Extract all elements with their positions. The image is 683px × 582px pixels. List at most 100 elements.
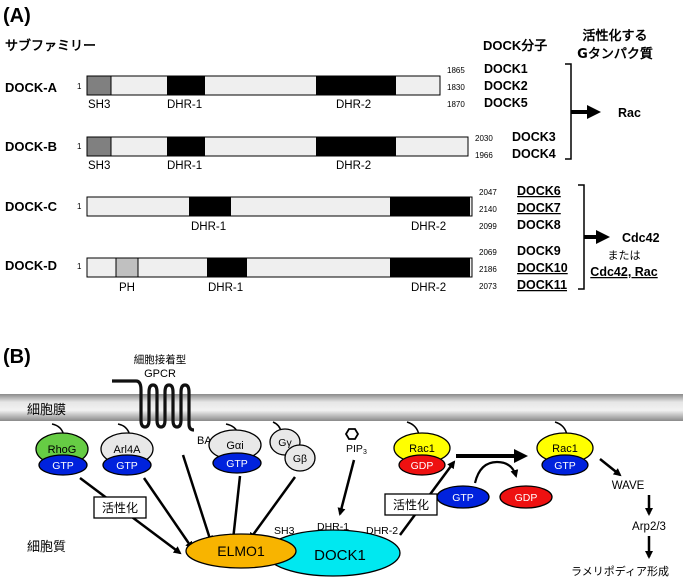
start-residue: 1 xyxy=(77,142,82,151)
rac1-label: Rac1 xyxy=(409,443,435,455)
domain-label: DHR-2 xyxy=(336,160,371,172)
gai-label: Gαi xyxy=(226,440,243,452)
dock-member: DOCK5 xyxy=(484,96,528,110)
arrow-arl4a-elmo xyxy=(142,477,194,550)
bracket-cdc42: Cdc42 または Cdc42, Rac xyxy=(578,184,660,290)
activation-label: 活性化 xyxy=(102,501,138,515)
dock1-label: DOCK1 xyxy=(314,547,366,564)
wave-label: WAVE xyxy=(612,480,645,492)
arrow xyxy=(599,458,622,477)
domain-label: DHR-1 xyxy=(191,221,226,233)
length-label: 2069 xyxy=(479,248,497,257)
gtp-badge xyxy=(541,454,589,476)
length-label: 1966 xyxy=(475,151,493,160)
elmo1 xyxy=(185,533,297,569)
rac1-gdp-complex: Rac1 GDP xyxy=(393,421,451,476)
target-rac: Rac xyxy=(618,106,641,120)
domain-label: DHR-2 xyxy=(336,99,371,111)
length-label: 1830 xyxy=(447,83,465,92)
dock-member: DOCK7 xyxy=(517,201,561,215)
gdp-label: GDP xyxy=(515,492,538,504)
arrow-pip3-dock xyxy=(337,459,356,516)
pip3-label: PIP3 xyxy=(346,443,367,456)
activation-box-right: 活性化 xyxy=(384,493,438,516)
cytoplasm-label: 細胞質 xyxy=(27,540,66,555)
length-label: 2186 xyxy=(479,265,497,274)
bai-receptor xyxy=(112,379,195,432)
subfamily-row-dock-c: DOCK-C 1 DHR-1 DHR-2 2047 2140 2099 DOCK… xyxy=(5,184,561,233)
dock-member: DOCK6 xyxy=(517,184,561,198)
gdp-label: GDP xyxy=(411,460,434,472)
length-label: 2073 xyxy=(479,282,497,291)
subfamily-name: DOCK-B xyxy=(5,139,57,154)
molecule-header: DOCK分子 xyxy=(483,38,547,53)
domain-label: DHR-1 xyxy=(208,282,243,294)
gbg-complex: Gγ Gβ xyxy=(269,421,316,472)
activation-label: 活性化 xyxy=(393,498,429,512)
membrane-label: 細胞膜 xyxy=(27,403,66,418)
subfamily-row-dock-b: DOCK-B 1 SH3 DHR-1 DHR-2 2030 1966 DOCK3… xyxy=(5,130,556,172)
sh3-label: SH3 xyxy=(274,525,295,537)
cell-membrane xyxy=(0,394,683,421)
dhr2-label: DHR-2 xyxy=(366,525,398,537)
subfamily-name: DOCK-C xyxy=(5,199,58,214)
gprotein-header-line2: Gタンパク質 xyxy=(577,46,653,62)
subfamily-row-dock-d: DOCK-D 1 PH DHR-1 DHR-2 2069 2186 2073 D… xyxy=(5,244,568,294)
domain-label: DHR-1 xyxy=(167,160,202,172)
domain-label: PH xyxy=(119,282,135,294)
arl4a-label: Arl4A xyxy=(114,444,142,456)
rac1-label: Rac1 xyxy=(552,443,578,455)
target-cdc42: Cdc42 xyxy=(622,231,660,245)
gdp-badge xyxy=(398,454,446,476)
start-residue: 1 xyxy=(77,202,82,211)
dock-member: DOCK9 xyxy=(517,244,561,258)
subfamily-header: サブファミリー xyxy=(5,38,96,54)
dhr1-domain xyxy=(167,137,205,156)
lamellipodia-label: ラメリポディア形成 xyxy=(571,564,669,578)
dhr2-domain xyxy=(316,76,396,95)
rac1-gtp-complex: Rac1 GTP xyxy=(536,421,594,476)
protein-bar xyxy=(86,136,469,157)
dhr2-domain xyxy=(390,258,470,277)
gdp-free xyxy=(499,485,553,509)
gprotein-header-line1: 活性化する xyxy=(582,28,647,44)
gtp-label: GTP xyxy=(116,460,138,472)
panel-a-label: (A) xyxy=(3,5,31,27)
sh3-domain xyxy=(86,75,112,96)
ph-domain xyxy=(115,257,139,278)
target-cdc42-rac: Cdc42, Rac xyxy=(590,265,657,279)
dock-member: DOCK4 xyxy=(512,147,556,161)
gtp-badge xyxy=(212,452,262,474)
exchange-arrow xyxy=(473,460,519,484)
subfamily-name: DOCK-A xyxy=(5,80,58,95)
dhr1-domain xyxy=(207,258,247,277)
rhog-complex: RhoG GTP xyxy=(35,423,89,476)
start-residue: 1 xyxy=(77,262,82,271)
arrow-bai-elmo xyxy=(181,454,213,544)
dhr2-domain xyxy=(316,137,396,156)
arl4a-complex: Arl4A GTP xyxy=(100,423,154,476)
domain-label: DHR-1 xyxy=(167,99,202,111)
gtp-label: GTP xyxy=(452,492,474,504)
dock-member: DOCK10 xyxy=(517,261,568,275)
protein-bar xyxy=(86,196,473,217)
gtp-badge xyxy=(38,454,88,476)
dhr1-domain xyxy=(189,197,231,216)
sh3-domain xyxy=(86,136,112,157)
g-gamma-label: Gγ xyxy=(278,437,292,449)
dock-member: DOCK1 xyxy=(484,62,528,76)
g-beta xyxy=(284,444,316,472)
hexagon-icon xyxy=(344,428,360,440)
elmo1-label: ELMO1 xyxy=(217,543,265,559)
dock-member: DOCK3 xyxy=(512,130,556,144)
panel-b-label: (B) xyxy=(3,346,31,368)
domain-label: SH3 xyxy=(88,99,110,111)
gai-complex: Gαi GTP xyxy=(208,423,262,474)
rhog-label: RhoG xyxy=(48,444,77,456)
gpcr-label-line1: 細胞接着型 xyxy=(134,353,187,366)
start-residue: 1 xyxy=(77,82,82,91)
arrow-gbg-elmo xyxy=(248,476,297,541)
dock-member: DOCK2 xyxy=(484,79,528,93)
gpcr-label-line2: GPCR xyxy=(144,368,176,380)
